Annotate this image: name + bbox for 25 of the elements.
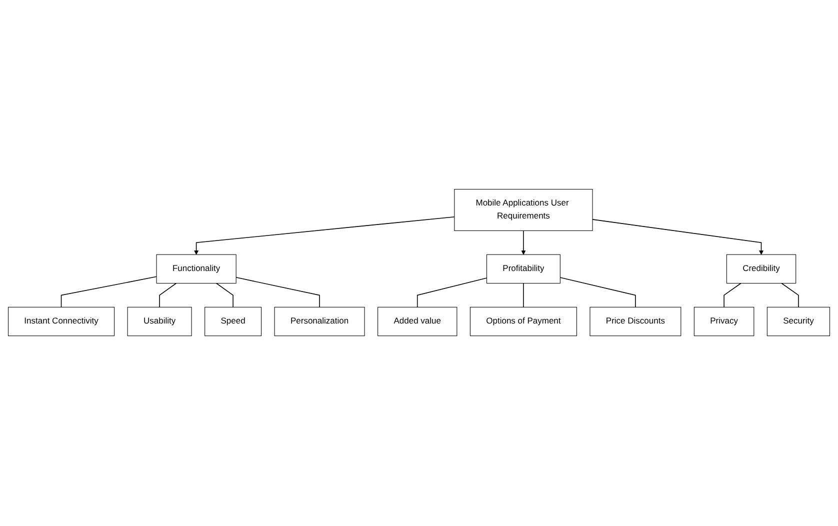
connector <box>523 283 524 308</box>
connector <box>60 276 157 308</box>
node-box: Speed <box>204 307 262 337</box>
node-box: Usability <box>127 307 192 337</box>
node-box: Security <box>766 307 830 337</box>
connector <box>159 283 177 308</box>
arrow <box>521 230 526 256</box>
node-box: Added value <box>378 307 458 337</box>
arrow <box>592 220 764 256</box>
node-box: Instant Connectivity <box>8 307 115 337</box>
node-box: Profitability <box>486 254 560 284</box>
node-box: Functionality <box>156 254 236 284</box>
connector <box>416 278 488 308</box>
connector <box>724 283 742 308</box>
node-box: Credibility <box>726 254 796 284</box>
connector <box>216 283 234 308</box>
node-box: Options of Payment <box>470 307 577 337</box>
arrow <box>194 216 455 256</box>
connector <box>781 283 799 308</box>
connector <box>236 277 320 308</box>
connector <box>560 278 636 308</box>
node-box: Mobile Applications User Requirements <box>454 189 593 232</box>
node-box: Price Discounts <box>590 307 682 337</box>
node-box: Personalization <box>274 307 365 337</box>
node-box: Privacy <box>694 307 754 337</box>
